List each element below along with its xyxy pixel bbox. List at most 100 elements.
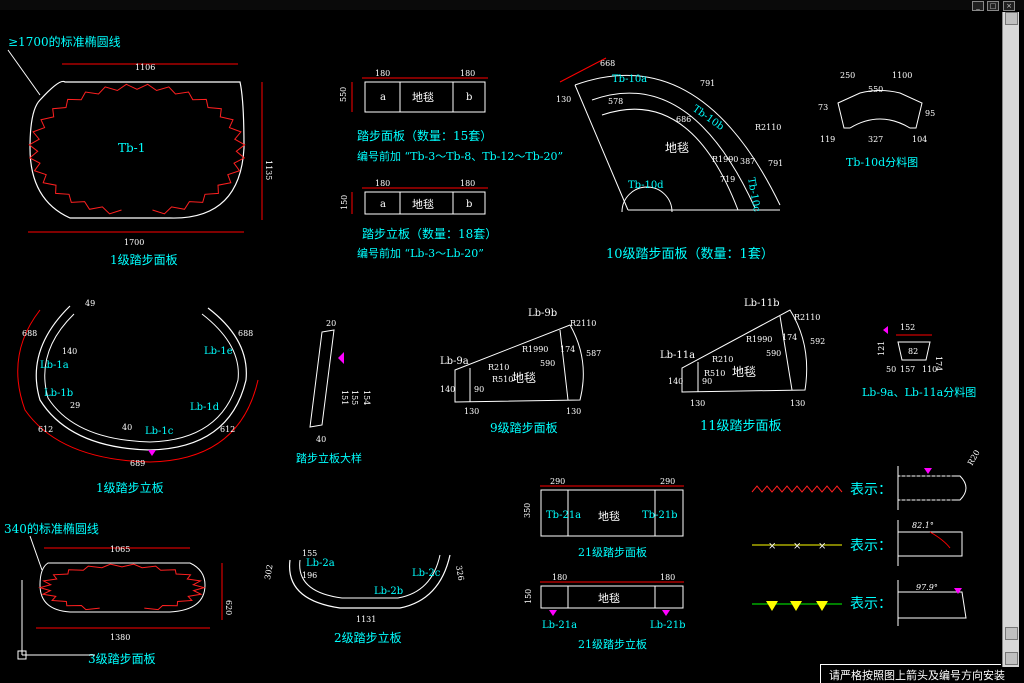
riser-cell-a: a (380, 199, 386, 210)
tread-panel-1: ≥1700的标准椭圆线 1106 1135 1700 Tb-1 1级踏步面板 (7, 34, 273, 267)
riser-panel-1: 49 688 140 Lb-1a Lb-1b 29 612 612 40 Lb-… (17, 299, 259, 495)
lb1e-label: Lb-1e (204, 346, 233, 357)
lb21b-label: Lb-21b (650, 620, 686, 631)
minimize-button[interactable]: _ (972, 1, 984, 11)
n-140: 140 (440, 385, 455, 394)
q-50: 50 (886, 365, 896, 374)
dim-1380: 1380 (110, 633, 130, 642)
close-button[interactable]: × (1003, 1, 1015, 11)
c-327: 327 (868, 135, 883, 144)
n-130b: 130 (566, 407, 581, 416)
dim-r1990: R1990 (712, 155, 738, 164)
riser-panel-18: 180 180 150 a 地毯 b 踏步立板（数量：18套） 编号前加 “Lb… (340, 179, 497, 260)
dim-130: 130 (556, 95, 571, 104)
cell-carpet: 地毯 (412, 90, 434, 104)
scroll-up-button[interactable] (1005, 12, 1018, 25)
riser-panel-21: 180 180 150 地毯 Lb-21a Lb-21b 21级踏步立板 (524, 573, 686, 651)
legend-label-1: 表示： (850, 482, 892, 498)
vertical-scrollbar[interactable] (1002, 12, 1019, 667)
riser-qty-18: 踏步立板（数量：18套） (362, 226, 497, 241)
riser-dim-180-right: 180 (460, 179, 475, 188)
n-587: 587 (586, 349, 601, 358)
dim-r2110: R2110 (755, 123, 781, 132)
legend-detail-1: R20 (897, 448, 982, 510)
tb-number-note: 编号前加 “Tb-3～Tb-8、Tb-12～Tb-20” (357, 149, 563, 163)
c-250: 250 (840, 71, 855, 80)
lb2c-label: Lb-2c (412, 568, 441, 579)
title-1-tread: 1级踏步面板 (110, 253, 178, 267)
q-152: 152 (900, 323, 915, 332)
title-tb10d: Tb-10d分料图 (846, 155, 918, 169)
lb1b-label: Lb-1b (44, 388, 73, 399)
dim-668: 668 (600, 59, 615, 68)
m-592: 592 (810, 337, 825, 346)
c-119: 119 (820, 135, 835, 144)
r210b: R210 (712, 355, 733, 364)
dim-180-right: 180 (460, 69, 475, 78)
tread-panel-11: Lb-11b R2110 Lb-11a R1990 R210 R510 140 … (660, 298, 825, 434)
dim-387: 387 (740, 157, 755, 166)
legend-label-3: 表示： (850, 596, 892, 612)
title-2-riser: 2级踏步立板 (334, 630, 402, 645)
lb1a-label: Lb-1a (40, 360, 69, 371)
tb21b-label: Tb-21b (642, 510, 678, 521)
scroll-thumb[interactable] (1005, 627, 1018, 640)
m-90: 90 (702, 377, 712, 386)
legend: 表示： × × × 表示： 表示： R20 82.1° 97.9° (751, 448, 982, 626)
maximize-button[interactable]: □ (987, 1, 999, 11)
scroll-down-button[interactable] (1005, 652, 1018, 665)
riser-dim-180-left: 180 (375, 179, 390, 188)
s-40: 40 (316, 435, 326, 444)
dim-1106: 1106 (135, 63, 155, 72)
title-riser-detail: 踏步立板大样 (296, 451, 362, 465)
f-326: 326 (454, 565, 466, 582)
status-bar: 请严格按照图上箭头及编号方向安装 (820, 664, 1005, 683)
legend-detail-3: 97.9° (897, 580, 967, 626)
q-174: 174 (934, 356, 943, 371)
e-29: 29 (70, 401, 80, 410)
c-95: 95 (925, 109, 935, 118)
f-302: 302 (263, 564, 275, 581)
status-text: 请严格按照图上箭头及编号方向安装 (829, 669, 1005, 682)
std-ellipse-340-label: 340的标准椭圆线 (4, 521, 99, 536)
e-688: 688 (22, 329, 37, 338)
r510b: R510 (704, 369, 725, 378)
title-bar: _ □ × (0, 0, 1024, 11)
e-612b: 612 (220, 425, 235, 434)
n-174: 174 (560, 345, 575, 354)
lb2a-label: Lb-2a (306, 558, 335, 569)
r1990b: R1990 (522, 345, 548, 354)
tread-panel-10: 668 Tb-10a 130 578 791 Tb-10b 686 R2110 … (556, 57, 783, 262)
title-1-riser: 1级踏步立板 (96, 480, 164, 495)
u-180b: 180 (660, 573, 675, 582)
s-154: 154 (362, 390, 371, 405)
m-174: 174 (782, 333, 797, 342)
dim-791: 791 (700, 79, 715, 88)
svg-text:×: × (793, 541, 801, 552)
f-1131: 1131 (356, 615, 376, 624)
drawing-canvas[interactable]: ≥1700的标准椭圆线 1106 1135 1700 Tb-1 1级踏步面板 1… (0, 10, 1000, 670)
m-130b: 130 (790, 399, 805, 408)
q-82: 82 (908, 347, 918, 356)
dim-1700: 1700 (124, 238, 144, 247)
e-140: 140 (62, 347, 77, 356)
tb10d-label: Tb-10d (628, 180, 664, 191)
riser-cell-carpet: 地毯 (412, 197, 434, 211)
title-3-tread: 3级踏步面板 (88, 652, 156, 666)
t-290a: 290 (550, 477, 565, 486)
lb1d-label: Lb-1d (190, 402, 220, 413)
dim-180-left: 180 (375, 69, 390, 78)
title-9-tread: 9级踏步面板 (490, 421, 558, 435)
lb2b-label: Lb-2b (374, 586, 403, 597)
cell-a: a (380, 92, 386, 103)
std-ellipse-1700-label: ≥1700的标准椭圆线 (8, 34, 121, 49)
e-49: 49 (85, 299, 95, 308)
n-130a: 130 (464, 407, 479, 416)
s-20: 20 (326, 319, 336, 328)
r2110c: R2110 (794, 313, 820, 322)
c-73: 73 (818, 103, 828, 112)
riser-cell-b: b (466, 199, 472, 210)
dim-578: 578 (608, 97, 623, 106)
tread-panel-9: Lb-9b R2110 Lb-9a R1990 R210 R510 140 90… (440, 308, 601, 435)
tread-panel-15: 180 180 550 a 地毯 b 踏步面板（数量：15套） 编号前加 “Tb… (339, 69, 563, 163)
